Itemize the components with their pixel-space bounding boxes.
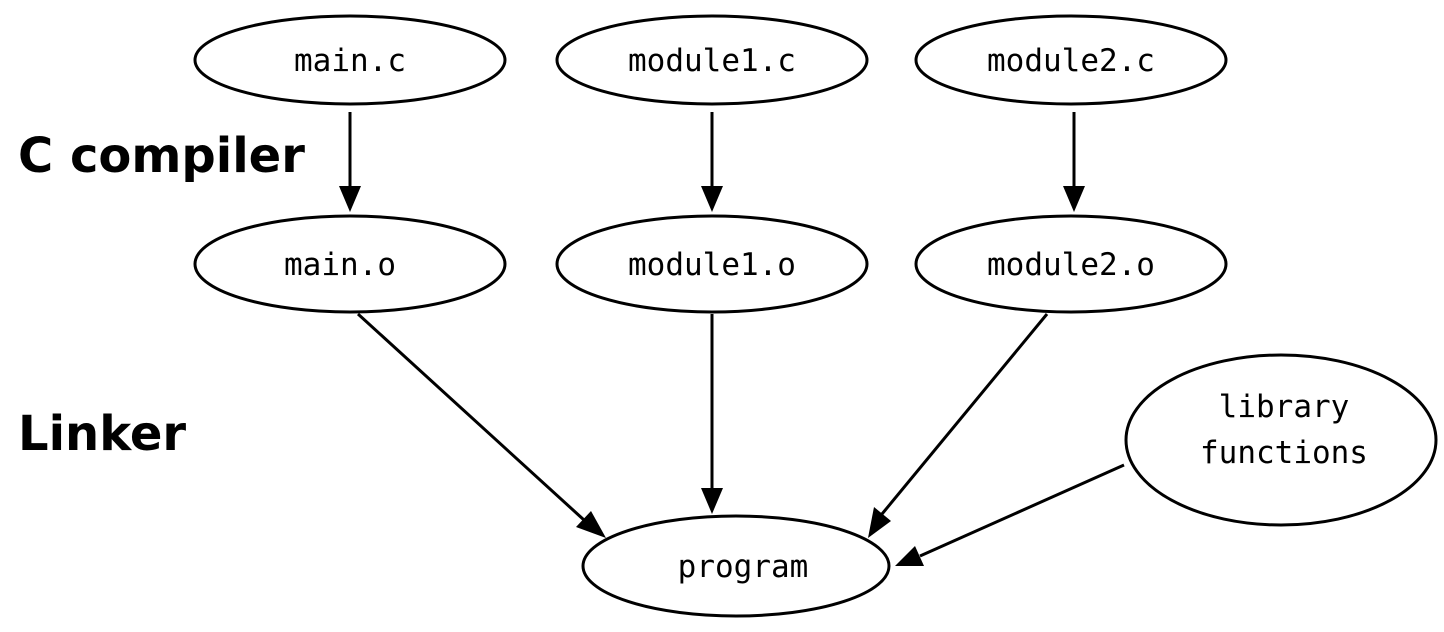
node-library-functions: library functions bbox=[1124, 353, 1438, 527]
node-library-label-line2: functions bbox=[1200, 435, 1368, 471]
edge-module2-c-to-module2-o bbox=[1063, 112, 1085, 212]
node-module1-c: module1.c bbox=[555, 14, 869, 106]
node-main-c: main.c bbox=[193, 14, 507, 106]
stage-label-c-compiler: C compiler bbox=[18, 128, 305, 184]
node-main-c-label: main.c bbox=[294, 43, 406, 79]
edge-module2-o-to-program bbox=[868, 313, 1049, 538]
node-module1-o-label: module1.o bbox=[628, 247, 796, 283]
node-module1-c-label: module1.c bbox=[628, 43, 796, 79]
edge-main-c-to-main-o bbox=[339, 112, 361, 212]
edge-library-to-program bbox=[895, 463, 1125, 566]
edge-module1-o-to-program bbox=[701, 314, 723, 514]
stage-label-linker: Linker bbox=[18, 406, 186, 462]
node-module2-o-label: module2.o bbox=[987, 247, 1155, 283]
node-program-label: program bbox=[678, 549, 809, 585]
node-module2-c-label: module2.c bbox=[987, 43, 1155, 79]
node-main-o-label: main.o bbox=[284, 247, 396, 283]
node-module2-o: module2.o bbox=[914, 214, 1228, 314]
node-main-o: main.o bbox=[193, 214, 507, 314]
edge-module1-c-to-module1-o bbox=[701, 112, 723, 212]
node-module1-o: module1.o bbox=[555, 214, 869, 314]
node-program: program bbox=[581, 514, 891, 618]
node-module2-c: module2.c bbox=[914, 14, 1228, 106]
node-library-label-line1: library bbox=[1219, 389, 1350, 425]
edge-main-o-to-program bbox=[356, 312, 606, 538]
